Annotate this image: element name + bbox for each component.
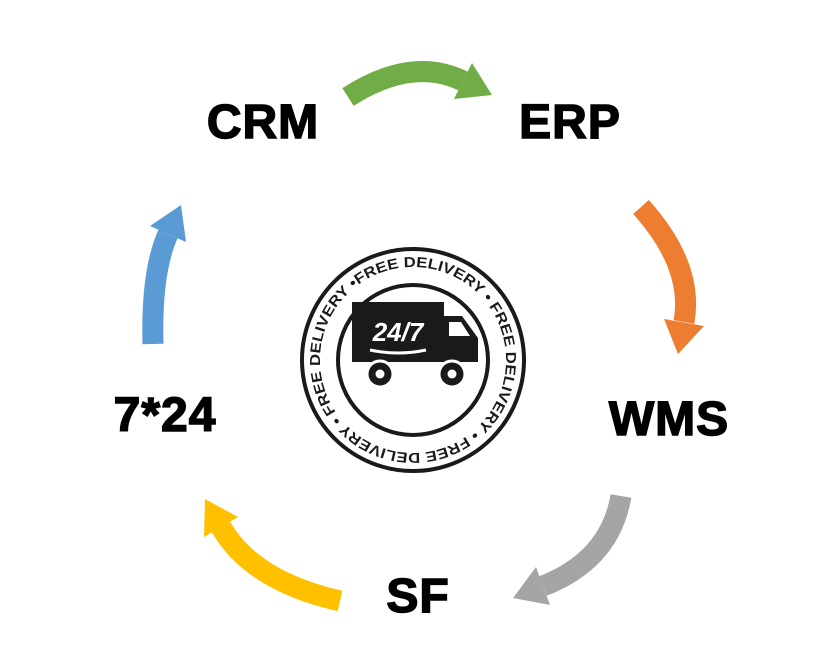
arrow-crm-to-erp [342,61,492,106]
arrow-shaft [633,199,697,324]
arrow-724-to-crm [142,205,186,345]
node-label-crm: CRM [206,96,320,149]
arrow-erp-to-wms [633,199,704,354]
arrow-head-icon [513,567,550,605]
node-label-7-24: 7*24 [113,389,217,442]
free-delivery-badge: FREE DELIVERY • FREE DELIVERY • FREE DEL… [266,213,560,507]
arrow-sf-to-724 [204,499,343,612]
arrow-shaft [142,229,178,345]
truck-24-7-label: 24/7 [372,317,425,347]
arrow-shaft [539,493,632,596]
node-label-erp: ERP [518,96,621,149]
arrow-wms-to-sf [513,493,632,605]
arrow-head-icon [204,499,238,537]
arrow-shaft [211,521,343,612]
arrow-head-icon [150,205,186,242]
arrow-head-icon [664,319,704,354]
truck-label-underline [369,348,427,355]
arrow-shaft [342,61,468,106]
arrow-head-icon [454,63,492,99]
node-label-wms: WMS [608,393,730,446]
delivery-truck-icon: 24/7 [352,302,478,389]
node-label-sf: SF [386,570,450,623]
